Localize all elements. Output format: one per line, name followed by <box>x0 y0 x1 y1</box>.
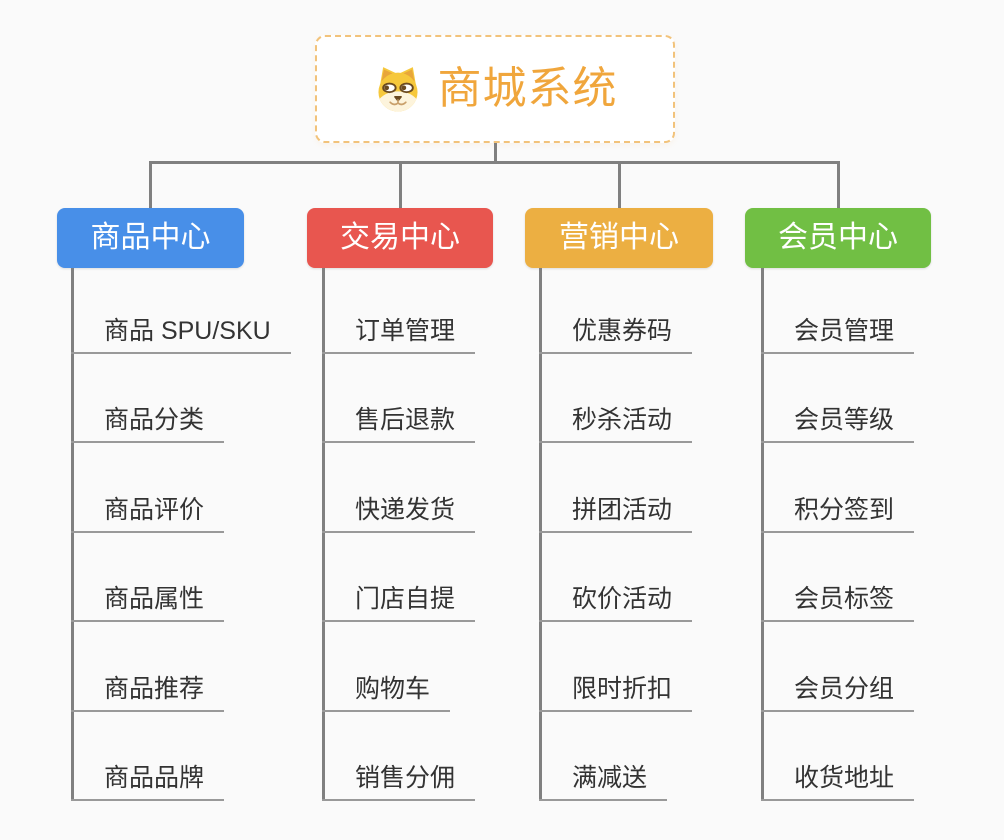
branch-trunk-line <box>71 268 74 801</box>
branch-drop-line <box>398 161 402 208</box>
branch-trunk-line <box>539 268 542 801</box>
leaf-node[interactable]: 优惠券码 <box>539 314 693 354</box>
branch-node-marketing-center[interactable]: 营销中心 <box>525 208 713 268</box>
leaf-node[interactable]: 商品属性 <box>71 582 225 623</box>
leaf-node[interactable]: 会员等级 <box>761 403 915 444</box>
leaf-node[interactable]: 商品品牌 <box>71 761 225 801</box>
branch-node-member-center[interactable]: 会员中心 <box>745 208 931 268</box>
branch-bus-line <box>149 161 840 164</box>
leaf-node[interactable]: 订单管理 <box>322 314 476 354</box>
root-stem-line <box>493 143 497 164</box>
leaf-node[interactable]: 会员管理 <box>761 314 915 354</box>
root-node[interactable]: 商城系统 <box>315 35 675 143</box>
shiba-dog-icon <box>373 64 423 114</box>
leaf-node[interactable]: 售后退款 <box>322 403 476 444</box>
branch-drop-line <box>617 161 621 208</box>
leaf-node[interactable]: 门店自提 <box>322 582 476 623</box>
branch-label: 营销中心 <box>559 221 679 254</box>
leaf-node[interactable]: 商品评价 <box>71 493 225 533</box>
leaf-node[interactable]: 商品分类 <box>71 403 225 444</box>
branch-drop-line <box>149 161 152 208</box>
leaf-node[interactable]: 会员标签 <box>761 582 915 623</box>
leaf-node[interactable]: 砍价活动 <box>539 582 693 623</box>
leaf-node[interactable]: 秒杀活动 <box>539 403 693 444</box>
root-title: 商城系统 <box>437 64 618 113</box>
leaf-node[interactable]: 商品推荐 <box>71 672 225 712</box>
branch-node-trade-center[interactable]: 交易中心 <box>307 208 493 268</box>
leaf-node[interactable]: 会员分组 <box>761 672 915 712</box>
leaf-node[interactable]: 拼团活动 <box>539 493 693 533</box>
branch-trunk-line <box>322 268 325 801</box>
branch-label: 商品中心 <box>90 221 211 254</box>
leaf-node[interactable]: 销售分佣 <box>322 761 476 801</box>
branch-drop-line <box>836 161 840 208</box>
branch-node-product-center[interactable]: 商品中心 <box>57 208 244 268</box>
branch-label: 会员中心 <box>778 221 898 254</box>
branch-trunk-line <box>761 268 764 801</box>
leaf-node[interactable]: 满减送 <box>539 761 668 801</box>
branch-label: 交易中心 <box>340 221 460 254</box>
leaf-node[interactable]: 商品 SPU/SKU <box>71 314 291 354</box>
leaf-node[interactable]: 限时折扣 <box>539 672 693 712</box>
leaf-node[interactable]: 购物车 <box>322 672 451 712</box>
leaf-node[interactable]: 快递发货 <box>322 493 476 533</box>
leaf-node[interactable]: 收货地址 <box>761 761 915 801</box>
leaf-node[interactable]: 积分签到 <box>761 493 915 533</box>
